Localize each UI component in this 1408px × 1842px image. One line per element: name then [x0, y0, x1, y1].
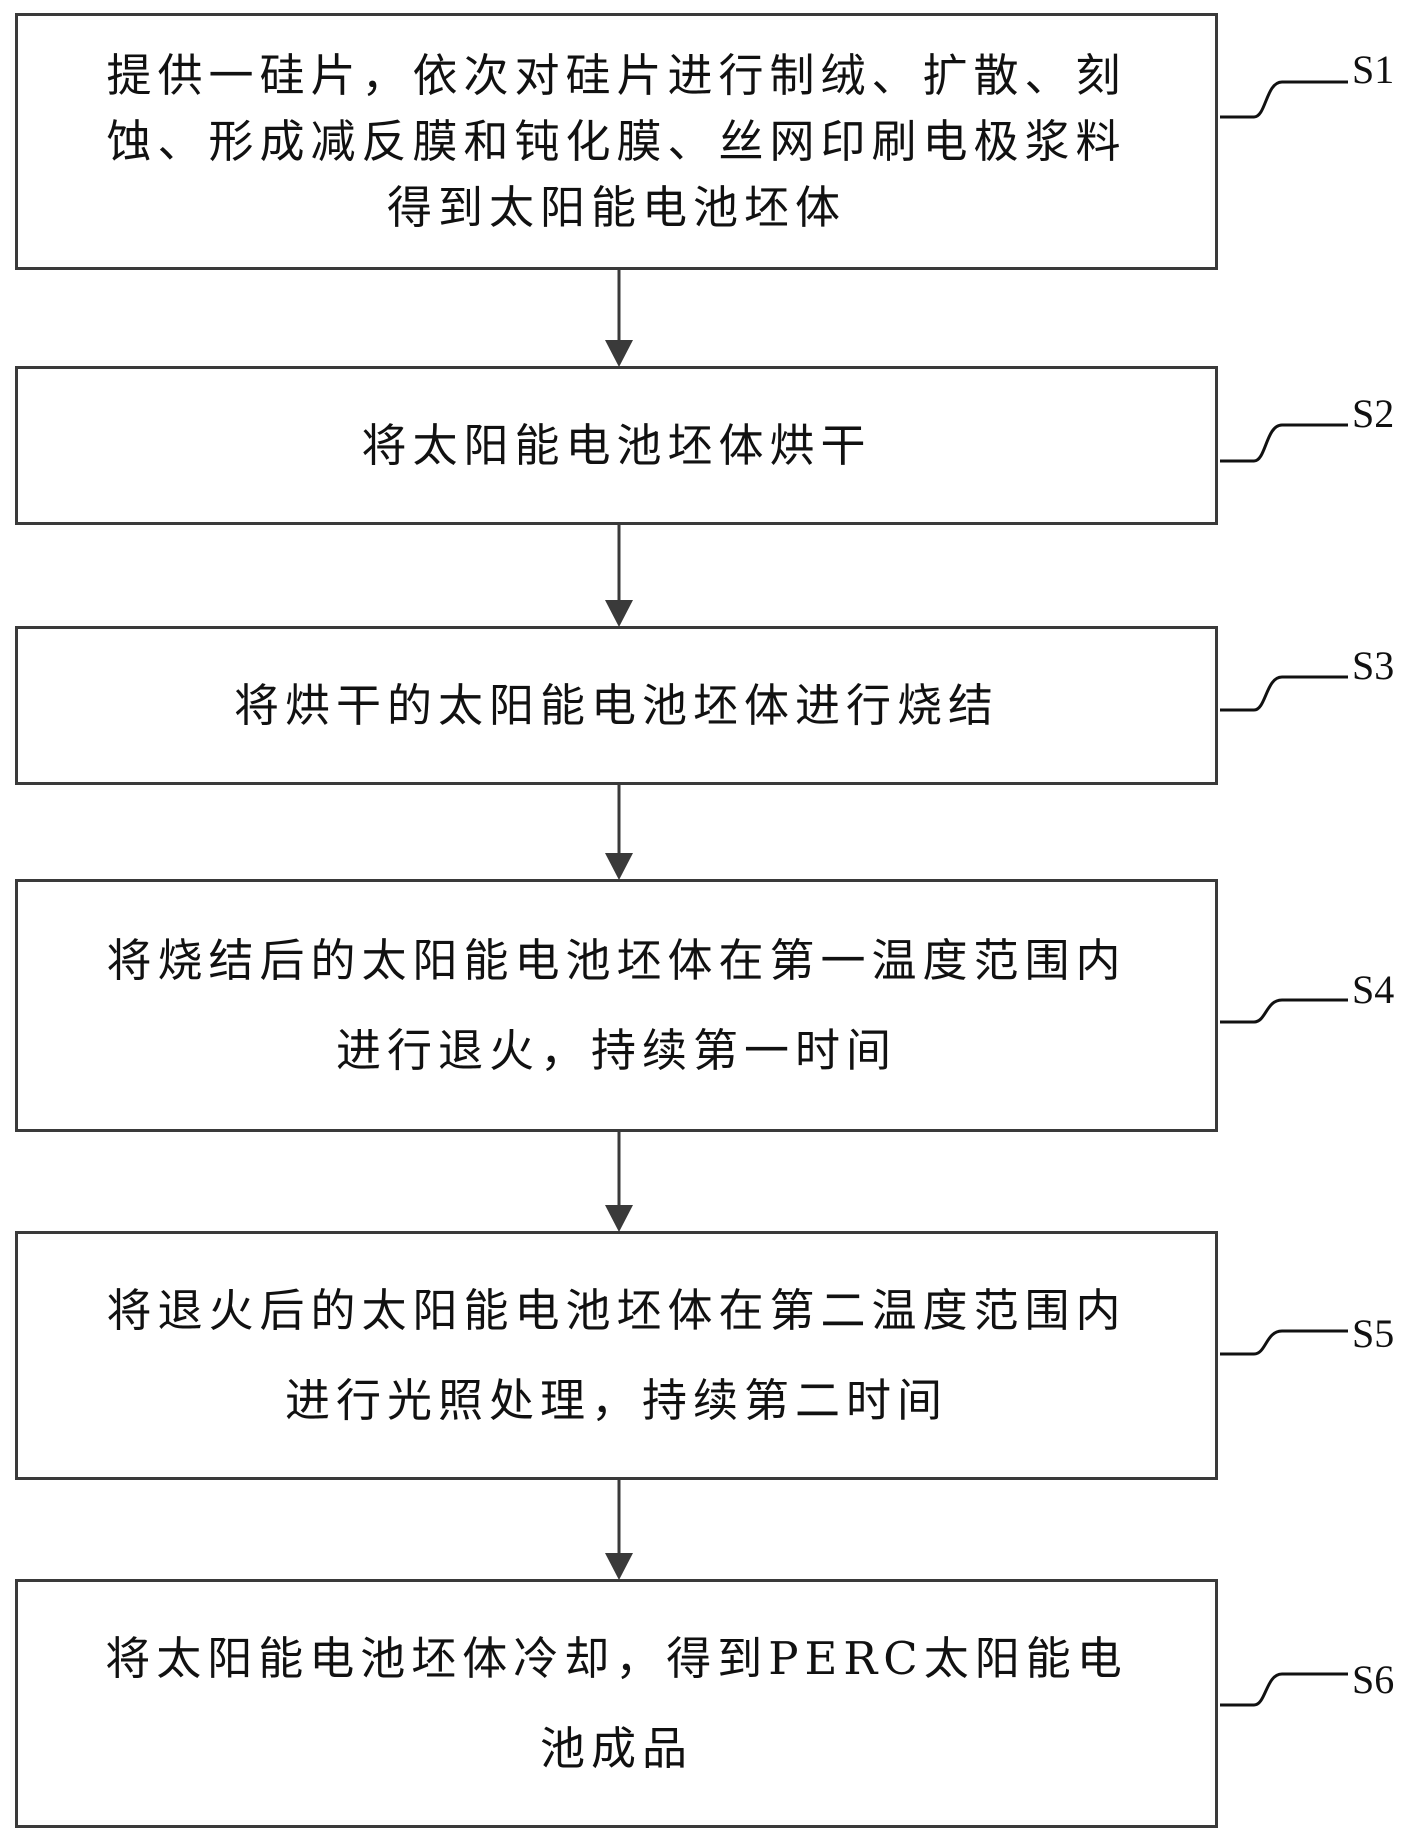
arrow-head-icon [605, 1205, 633, 1232]
leader-line-s2 [1220, 423, 1348, 463]
step-s4-line-1: 将烧结后的太阳能电池坯体在第一温度范围内 [106, 933, 1127, 987]
step-text-s4: 将烧结后的太阳能电池坯体在第一温度范围内 进行退火，持续第一时间 [88, 916, 1144, 1096]
step-s6-line-2: 池成品 [539, 1721, 693, 1775]
step-label-s3: S3 [1352, 643, 1395, 688]
leader-line-s5 [1220, 1329, 1348, 1356]
step-label-s4: S4 [1352, 967, 1395, 1012]
step-box-s2: 将太阳能电池坯体烘干 [15, 366, 1218, 525]
arrow-head-icon [605, 340, 633, 367]
step-s5-line-1: 将退火后的太阳能电池坯体在第二温度范围内 [106, 1283, 1127, 1337]
step-text-s6: 将太阳能电池坯体冷却，得到PERC太阳能电 池成品 [87, 1614, 1145, 1794]
step-text-s2: 将太阳能电池坯体烘干 [343, 401, 889, 491]
step-text-s1: 提供一硅片，依次对硅片进行制绒、扩散、刻 蚀、形成减反膜和钝化膜、丝网印刷电极浆… [88, 43, 1144, 241]
step-label-s5: S5 [1352, 1311, 1395, 1356]
step-box-s4: 将烧结后的太阳能电池坯体在第一温度范围内 进行退火，持续第一时间 [15, 879, 1218, 1132]
leader-line-s4 [1220, 998, 1348, 1024]
step-s2-line-1: 将太阳能电池坯体烘干 [361, 418, 872, 472]
arrow-head-icon [605, 853, 633, 880]
leader-line-s6 [1220, 1672, 1348, 1707]
step-s6-line-1: 将太阳能电池坯体冷却，得到PERC太阳能电 [105, 1631, 1128, 1685]
step-s5-line-2: 进行光照处理，持续第二时间 [284, 1373, 948, 1427]
step-s1-line-2: 蚀、形成减反膜和钝化膜、丝网印刷电极浆料 [106, 114, 1127, 168]
step-s1-line-1: 提供一硅片，依次对硅片进行制绒、扩散、刻 [106, 48, 1127, 102]
step-text-s5: 将退火后的太阳能电池坯体在第二温度范围内 进行光照处理，持续第二时间 [88, 1266, 1144, 1446]
step-box-s5: 将退火后的太阳能电池坯体在第二温度范围内 进行光照处理，持续第二时间 [15, 1231, 1218, 1480]
arrow-head-icon [605, 1553, 633, 1580]
step-label-s2: S2 [1352, 391, 1395, 436]
step-text-s3: 将烘干的太阳能电池坯体进行烧结 [216, 661, 1017, 751]
step-s4-line-2: 进行退火，持续第一时间 [335, 1023, 897, 1077]
step-box-s1: 提供一硅片，依次对硅片进行制绒、扩散、刻 蚀、形成减反膜和钝化膜、丝网印刷电极浆… [15, 13, 1218, 270]
step-box-s3: 将烘干的太阳能电池坯体进行烧结 [15, 626, 1218, 785]
step-label-s1: S1 [1352, 47, 1395, 92]
step-s1-line-3: 得到太阳能电池坯体 [386, 180, 846, 234]
step-box-s6: 将太阳能电池坯体冷却，得到PERC太阳能电 池成品 [15, 1579, 1218, 1828]
leader-line-s3 [1220, 675, 1348, 712]
step-label-s6: S6 [1352, 1657, 1395, 1702]
step-s3-line-1: 将烘干的太阳能电池坯体进行烧结 [233, 678, 999, 732]
leader-line-s1 [1220, 80, 1348, 119]
arrow-head-icon [605, 600, 633, 627]
